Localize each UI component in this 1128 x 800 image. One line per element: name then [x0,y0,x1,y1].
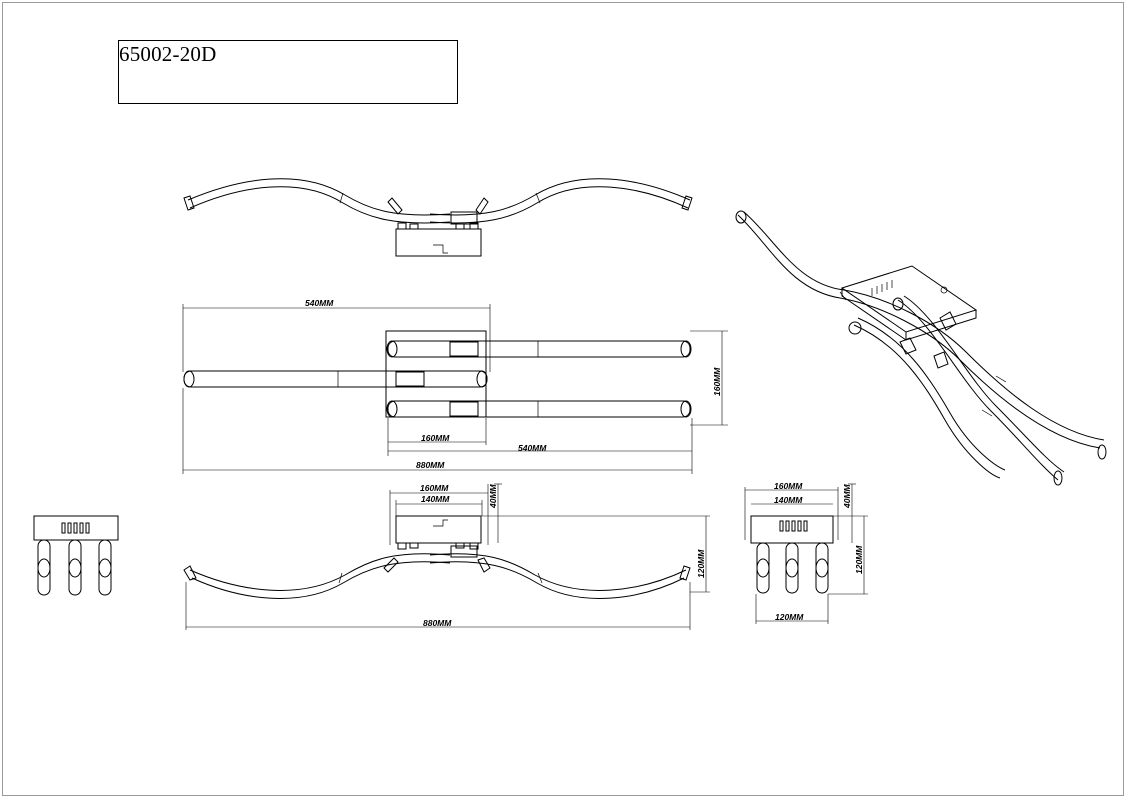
side-dim-overall-height: 120MM [854,545,864,574]
front-dim-overall-width: 880MM [423,618,452,628]
dim-bar-spacing: 160MM [712,367,722,396]
dim-base-width: 160MM [421,433,450,443]
bar-lower [387,400,691,418]
isometric-view [735,210,1107,486]
side-view-small [33,515,119,596]
dim-overall-width: 880MM [416,460,445,470]
elevation-view-top [183,178,693,257]
side-dim-base-inner: 140MM [774,495,803,505]
side-dim-bars-width: 120MM [775,612,804,622]
plan-view: 540MM 160MM 160MM 540MM 880MM [182,298,728,474]
front-dim-base-height: 40MM [488,483,498,509]
bar-upper [387,340,691,358]
front-dim-base-width: 160MM [420,483,449,493]
side-view: 160MM 140MM 40MM 120MM 120MM [744,481,868,624]
model-number: 65002-20D [119,42,217,66]
dim-width-upper: 540MM [305,298,334,308]
title-block: 65002-20D [118,40,458,104]
front-base-block [395,515,482,544]
wave-arm-left [187,178,451,216]
front-dim-overall-height: 120MM [696,549,706,578]
front-dim-base-inner: 140MM [421,494,450,504]
dim-offset-lower: 540MM [518,443,547,453]
side-dim-base-width: 160MM [774,481,803,491]
side-dim-base-height: 40MM [842,483,852,509]
front-view: 160MM 140MM 40MM 120MM 880MM [183,483,710,630]
bar-middle [183,370,488,388]
wave-arm-right [429,178,691,216]
base-block [395,228,482,257]
base-slot [433,244,448,254]
